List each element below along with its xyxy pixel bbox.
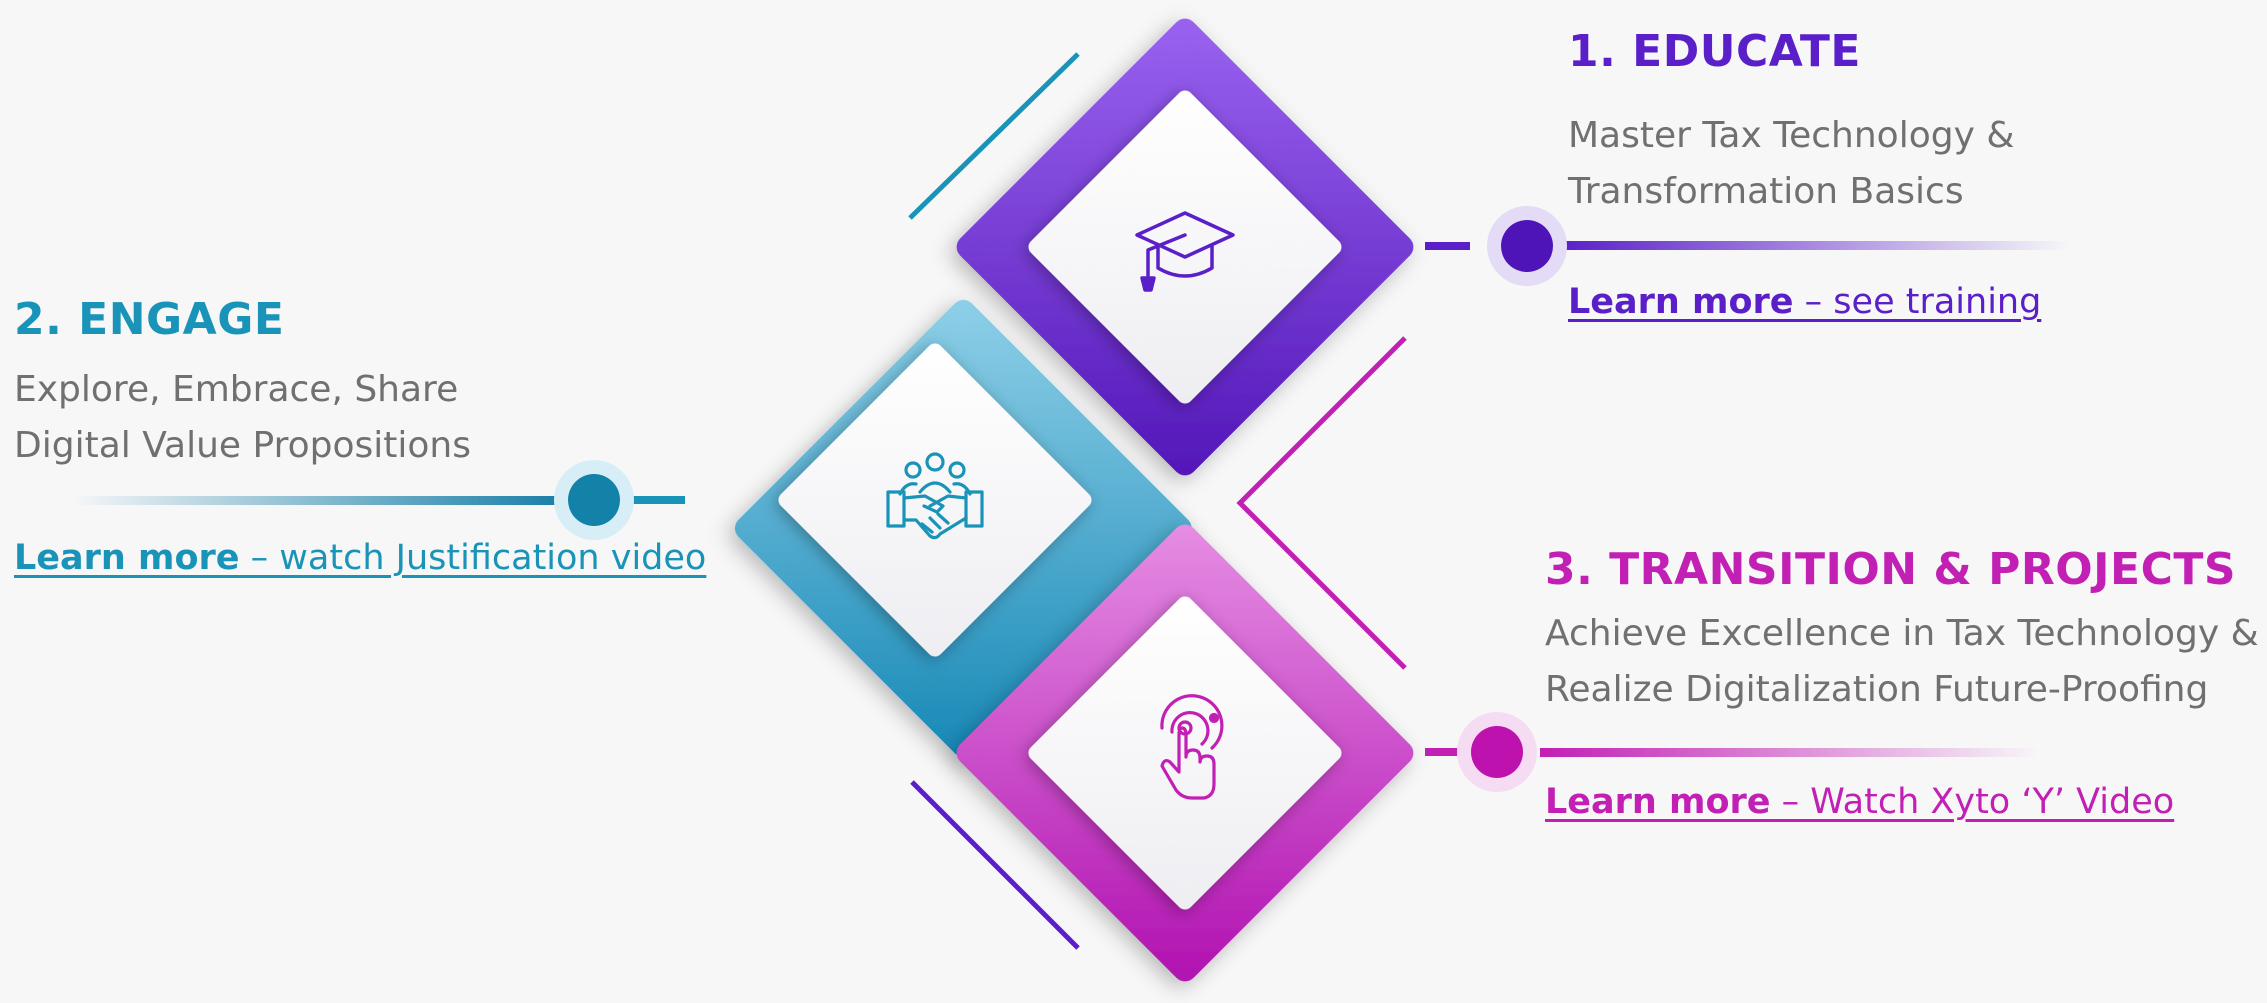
engage-link-rest: – watch Justification video xyxy=(239,538,707,578)
engage-title: 2. ENGAGE xyxy=(14,294,285,345)
engage-node xyxy=(568,474,620,526)
educate-link-rest: – see training xyxy=(1793,282,2042,322)
transition-description-line2: Realize Digitalization Future-Proofing xyxy=(1545,669,2209,710)
transition-learn-more-link[interactable]: Learn more – Watch Xyto ‘Y’ Video xyxy=(1545,782,2174,822)
accent-chevron-pink xyxy=(1236,336,1407,670)
transition-connector-stub xyxy=(1425,748,1470,756)
educate-link-bold: Learn more xyxy=(1568,282,1794,322)
transition-connector-line xyxy=(1540,748,2040,757)
engage-description-line2: Digital Value Propositions xyxy=(14,425,471,466)
educate-learn-more-link[interactable]: Learn more – see training xyxy=(1568,282,2041,322)
engage-learn-more-link[interactable]: Learn more – watch Justification video xyxy=(14,538,706,578)
transition-link-bold: Learn more xyxy=(1545,782,1771,822)
handshake-team-icon xyxy=(886,452,984,540)
engage-description-line1: Explore, Embrace, Share xyxy=(14,369,459,410)
educate-connector-stub xyxy=(1425,242,1470,250)
transition-link-rest: – Watch Xyto ‘Y’ Video xyxy=(1770,782,2175,822)
educate-description-line1: Master Tax Technology & xyxy=(1568,115,2015,156)
engage-connector-stub xyxy=(625,496,685,504)
educate-diamond xyxy=(956,18,1414,476)
engage-connector-line xyxy=(70,496,560,505)
educate-description-line2: Transformation Basics xyxy=(1568,171,1964,212)
touch-target-icon xyxy=(1160,694,1224,800)
engage-link-bold: Learn more xyxy=(14,538,240,578)
educate-title: 1. EDUCATE xyxy=(1568,26,1861,77)
accent-line-blue xyxy=(908,52,1080,220)
graduation-cap-icon xyxy=(1135,211,1235,292)
transition-title: 3. TRANSITION & PROJECTS xyxy=(1545,544,2237,595)
transition-node xyxy=(1471,726,1523,778)
educate-node xyxy=(1501,220,1553,272)
accent-line-purple xyxy=(910,780,1080,950)
transition-description-line1: Achieve Excellence in Tax Technology & xyxy=(1545,613,2259,654)
educate-connector-line xyxy=(1560,241,2070,250)
